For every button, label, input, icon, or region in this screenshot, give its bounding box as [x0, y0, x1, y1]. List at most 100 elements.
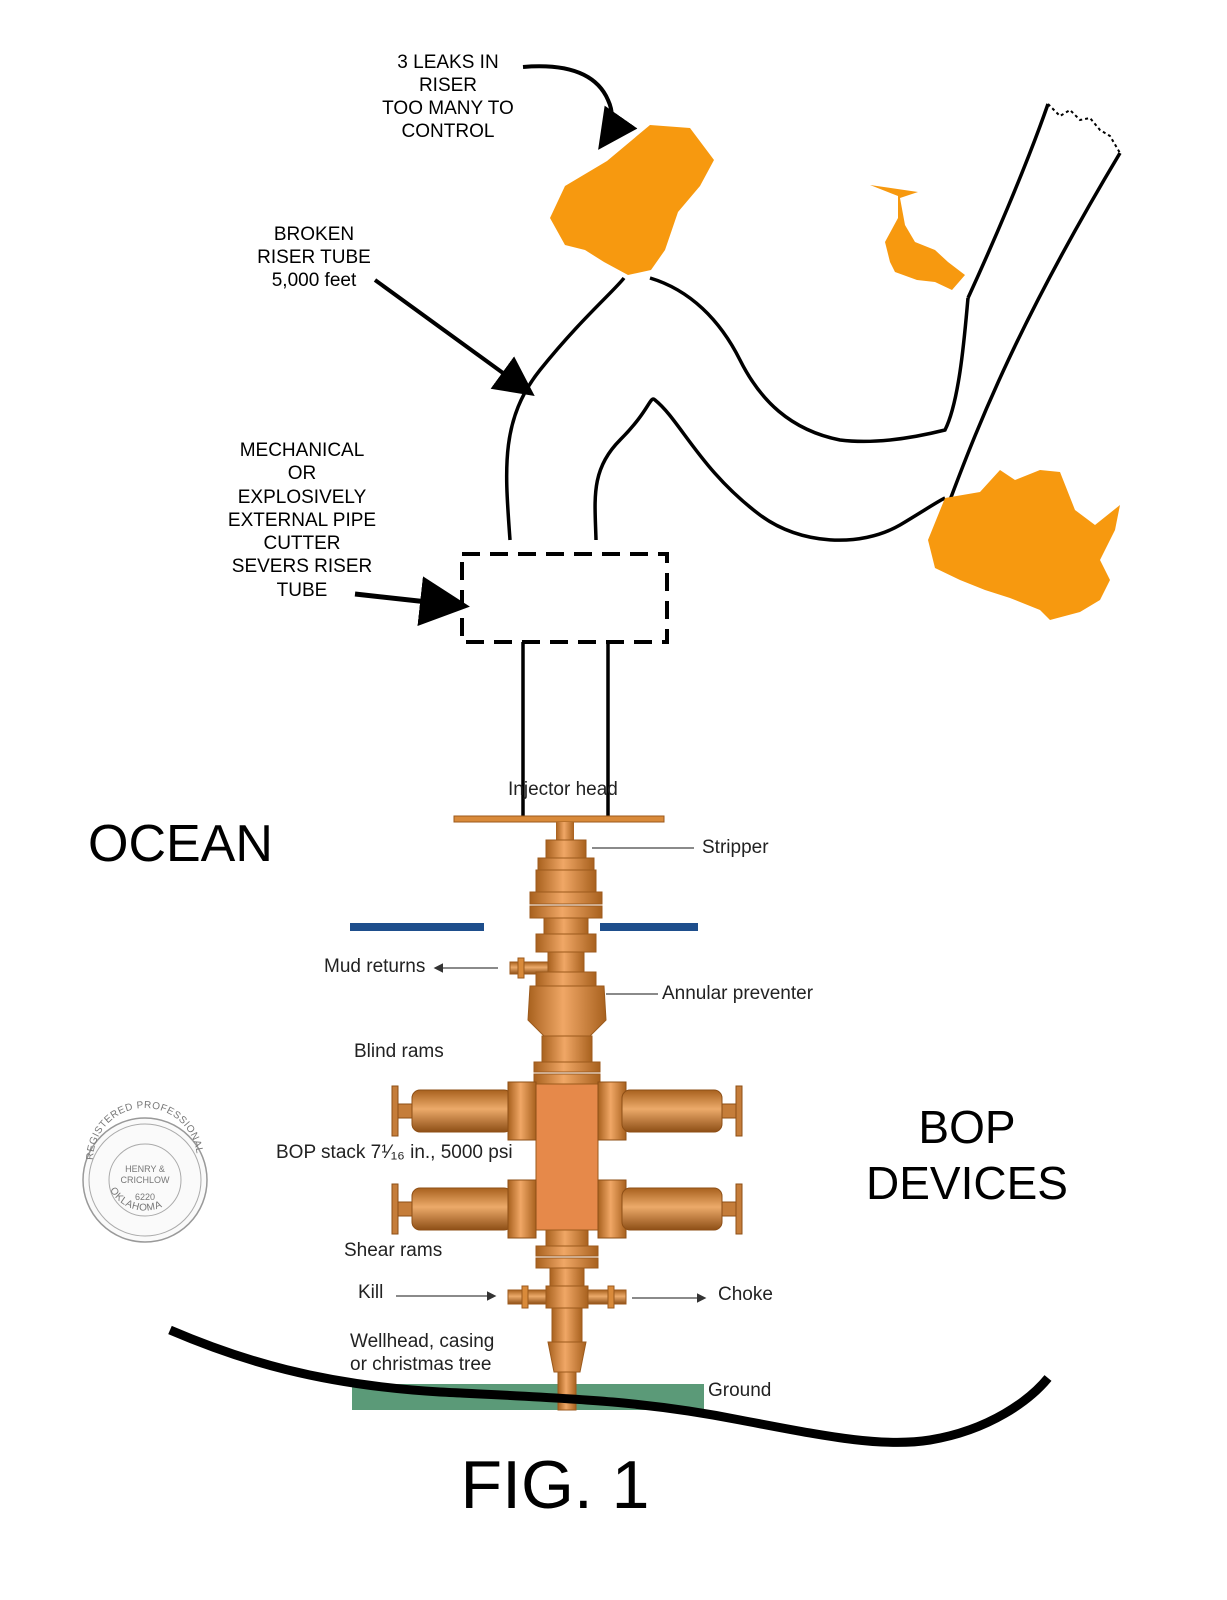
blind-ram-left-wheel	[391, 1085, 399, 1137]
bop-devices-line: BOP	[918, 1101, 1015, 1153]
annular-flange-a	[533, 1061, 601, 1073]
injector-head-plate	[453, 815, 665, 823]
broken-riser-arrow	[373, 278, 535, 397]
choke-flange	[607, 1285, 615, 1309]
bop-stack	[350, 815, 743, 1411]
mid-pipe	[547, 951, 585, 973]
casing-pipe	[557, 1371, 577, 1411]
shear-ram-right-stem	[721, 1201, 737, 1217]
water-line-left	[350, 923, 484, 931]
cutter-arrow	[354, 576, 470, 627]
blind-ram-left-stem	[397, 1103, 413, 1119]
shear-ram-left-flange	[507, 1179, 537, 1239]
stripper-body	[545, 839, 587, 859]
cutter-callout-line: TUBE	[277, 580, 328, 601]
broken-riser-callout-line: 5,000 feet	[272, 270, 357, 291]
blind-ram-right-stem	[721, 1103, 737, 1119]
bop-devices-line: DEVICES	[866, 1157, 1068, 1209]
riser-tube	[504, 103, 1122, 542]
leaks-callout-line: RISER	[419, 75, 477, 96]
blind-ram-right-wheel	[735, 1085, 743, 1137]
blind-rams-label: Blind rams	[354, 1041, 444, 1062]
shear-ram-left-wheel	[391, 1183, 399, 1235]
bop-devices-label: BOP DEVICES	[866, 1101, 1068, 1209]
upper-flange	[529, 891, 603, 905]
wellhead-label-line: Wellhead, casing	[350, 1331, 494, 1352]
bop-part-labels: Injector head Stripper Mud returns Annul…	[276, 779, 814, 1401]
water-line-right	[600, 923, 698, 931]
cutter-callout-line: EXPLOSIVELY	[238, 487, 367, 508]
broken-riser-callout: BROKEN RISER TUBE 5,000 feet	[257, 224, 371, 291]
riser-right-wall	[593, 397, 946, 542]
seal-number: 6220	[135, 1192, 155, 1202]
leak-bottom	[928, 470, 1120, 620]
leaks-callout-line: 3 LEAKS IN	[397, 52, 498, 73]
stripper-collar	[537, 857, 595, 871]
leaks-arrow	[522, 64, 638, 150]
lower-flange-a	[535, 1245, 599, 1257]
cutter-callout-line: CUTTER	[263, 533, 340, 554]
blind-ram-left-cylinder	[411, 1089, 513, 1133]
upper-spool	[535, 869, 597, 893]
shear-ram-right-wheel	[735, 1183, 743, 1235]
riser-upper-inner-wall	[649, 276, 970, 444]
lower-flange-b	[535, 1257, 599, 1269]
leaks-callout-line: TOO MANY TO	[382, 98, 514, 119]
blind-ram-left-flange	[507, 1081, 537, 1141]
shear-ram-right-flange	[597, 1179, 627, 1239]
annular-flange-b	[533, 1073, 601, 1085]
shear-ram-left-cylinder	[411, 1187, 513, 1231]
annular-preventer-label: Annular preventer	[662, 983, 814, 1004]
mud-return-collar	[535, 971, 597, 987]
mid-spool	[535, 933, 597, 953]
pipe-cutter-box	[460, 552, 669, 644]
riser-upper-left-wall	[966, 103, 1050, 299]
stripper-stem	[556, 822, 574, 840]
seal-name: CRICHLOW	[121, 1175, 171, 1185]
annular-lower-spool	[541, 1035, 593, 1063]
cutter-callout: MECHANICAL OR EXPLOSIVELY EXTERNAL PIPE …	[228, 440, 376, 601]
cutter-callout-line: SEVERS RISER	[232, 556, 372, 577]
lower-spool	[545, 1229, 589, 1247]
engineer-seal: REGISTERED PROFESSIONAL ENGINEER HENRY &…	[0, 0, 208, 1243]
shear-ram-left-stem	[397, 1201, 413, 1217]
bop-stack-label: BOP stack 7¹⁄₁₆ in., 5000 psi	[276, 1142, 513, 1163]
leak-right-small	[870, 185, 965, 290]
mud-return-flange	[517, 957, 525, 979]
broken-riser-callout-line: BROKEN	[274, 224, 354, 245]
choke-outlet	[583, 1289, 627, 1305]
broken-riser-callout-line: RISER TUBE	[257, 247, 371, 268]
stripper-label: Stripper	[702, 837, 769, 858]
leak-top	[550, 125, 714, 275]
kill-flange	[521, 1285, 529, 1309]
seal-name: HENRY &	[125, 1164, 165, 1174]
shear-ram-right-cylinder	[621, 1187, 723, 1231]
seafloor-curve	[168, 1325, 1052, 1447]
wellhead-taper	[547, 1341, 587, 1373]
kill-outlet	[507, 1289, 551, 1305]
annular-preventer	[527, 985, 607, 1037]
blind-ram-right-cylinder	[621, 1089, 723, 1133]
cutter-callout-line: OR	[288, 463, 317, 484]
riser-upper-right-wall	[948, 152, 1122, 501]
leaks-callout-line: CONTROL	[402, 121, 495, 142]
ocean-label: OCEAN	[88, 815, 273, 873]
wellhead-pipe	[551, 1307, 583, 1343]
cutter-callout-line: MECHANICAL	[240, 440, 365, 461]
cutter-callout-line: EXTERNAL PIPE	[228, 510, 376, 531]
shear-rams-label: Shear rams	[344, 1240, 442, 1261]
ground-label: Ground	[708, 1380, 771, 1401]
seal-ring-text: REGISTERED PROFESSIONAL ENGINEER	[0, 0, 205, 1160]
bop-main-body	[535, 1083, 599, 1231]
kill-label: Kill	[358, 1282, 383, 1303]
injector-head-label: Injector head	[508, 779, 618, 800]
upper-flange-b	[529, 905, 603, 919]
choke-label: Choke	[718, 1284, 773, 1305]
leaks-callout: 3 LEAKS IN RISER TOO MANY TO CONTROL	[382, 52, 514, 142]
riser-left-wall	[504, 276, 626, 541]
wellhead-label-line: or christmas tree	[350, 1354, 491, 1375]
upper-pipe	[543, 917, 589, 935]
riser-broken-end	[1047, 103, 1121, 154]
figure-caption: FIG. 1	[461, 1447, 650, 1523]
